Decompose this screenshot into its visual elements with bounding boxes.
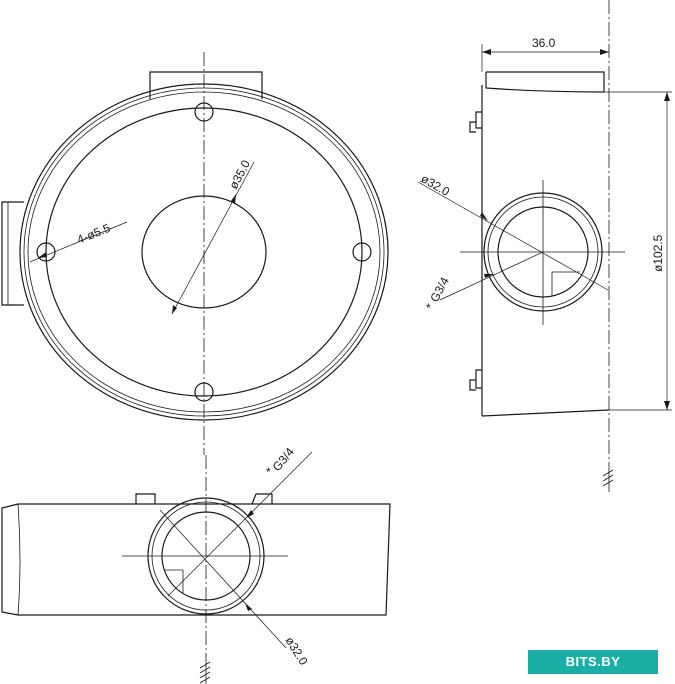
top-view: ø35.0 4-ø5.5 [1,52,389,455]
bottom-thread-label: G3/4 [270,445,298,474]
height-dim-label: ø102.5 [651,234,665,272]
center-hole-dim-label: ø35.0 [226,157,253,191]
bottom-thread-marker: * [266,465,271,479]
side-thread-marker: * [426,301,431,315]
bolt-holes-dim-label: 4-ø5.5 [75,221,113,247]
bolt-hole-right [352,242,372,262]
width-dim-label: 36.0 [532,36,556,50]
bottom-view: * G3/4 ø32.0 [1,445,391,684]
side-port-dim-label: ø32.0 [419,171,453,199]
side-thread-label: G3/4 [427,275,452,305]
bottom-port-dim-label: ø32.0 [282,634,310,668]
side-view: 36.0 ø102.5 ø [417,0,672,492]
watermark-logo: BITS.BY [528,650,658,674]
